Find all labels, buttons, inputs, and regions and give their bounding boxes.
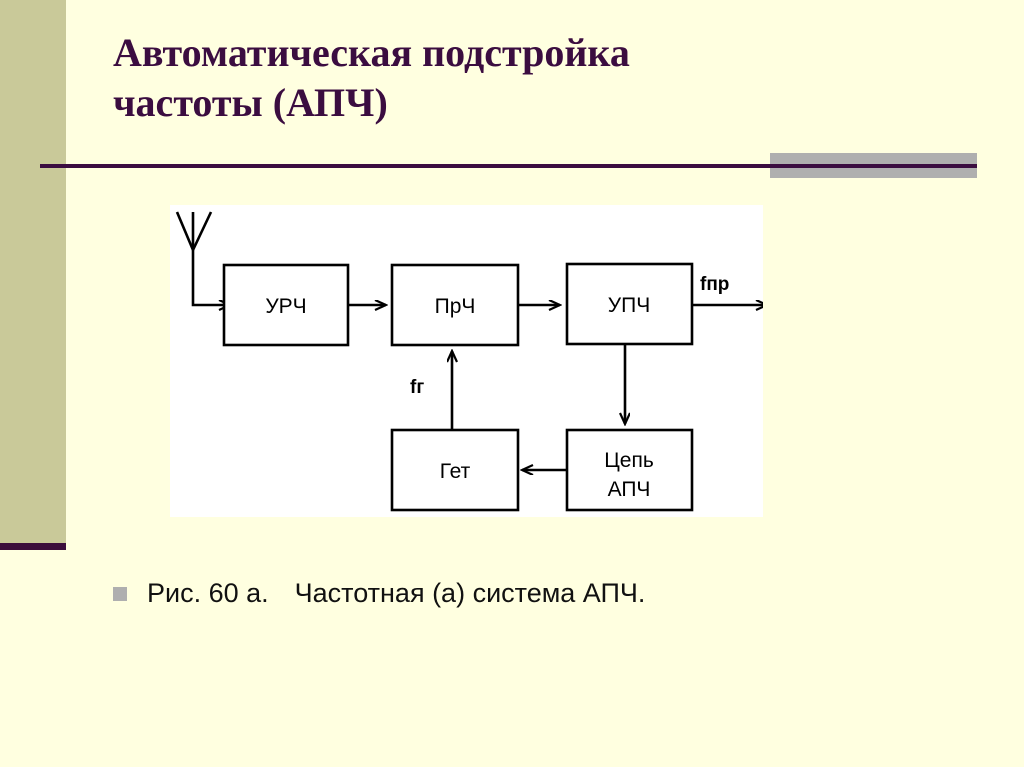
block-tsep-apch: Цепь АПЧ (565, 428, 694, 512)
figure-caption-text: Частотная (а) система АПЧ. (294, 578, 646, 608)
block-diagram: УРЧ ПрЧ УПЧ fпр Ц (175, 211, 763, 512)
block-urch-label: УРЧ (265, 295, 306, 318)
block-get-label: Гет (440, 460, 471, 483)
left-band-foot-bar (0, 543, 66, 550)
block-tsep-apch-label-line-1: Цепь (604, 449, 654, 472)
signal-label-heterodyne: fг (410, 377, 424, 398)
block-tsep-apch-label-line-2: АПЧ (608, 478, 651, 501)
block-get: Гет (390, 428, 520, 512)
page-title: Автоматическая подстройка частоты (АПЧ) (113, 28, 733, 128)
page-title-line-1: Автоматическая подстройка (113, 30, 630, 75)
header-divider-rule (40, 164, 977, 168)
block-upch: УПЧ (565, 262, 694, 346)
bullet-square-icon (113, 586, 127, 601)
figure-caption: Рис. 60 а. Частотная (а) система АПЧ. (113, 578, 645, 609)
figure-caption-number: Рис. 60 а. (147, 578, 269, 608)
block-upch-label: УПЧ (608, 294, 650, 317)
left-decorative-band (0, 0, 66, 543)
block-prch-label: ПрЧ (435, 295, 476, 318)
page-title-line-2: частоты (АПЧ) (113, 80, 388, 125)
signal-label-output: fпр (700, 274, 729, 295)
antenna-symbol (175, 211, 224, 307)
block-urch: УРЧ (222, 263, 350, 347)
block-diagram-panel: УРЧ ПрЧ УПЧ fпр Ц (170, 205, 763, 517)
block-prch: ПрЧ (390, 263, 520, 347)
